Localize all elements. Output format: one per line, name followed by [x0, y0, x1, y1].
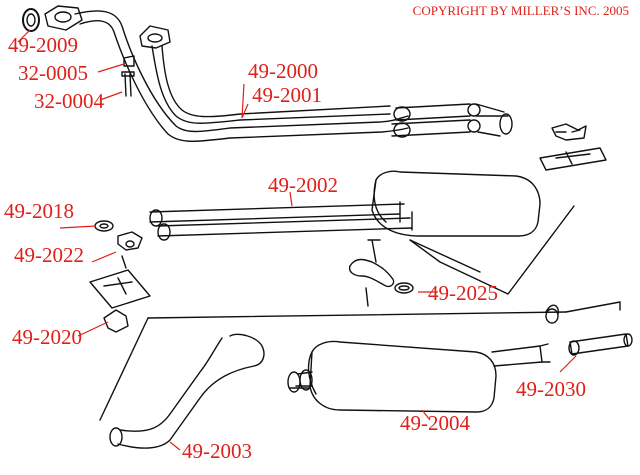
part-label-49-2000: 49-2000	[248, 59, 318, 83]
part-label-49-2022: 49-2022	[14, 243, 84, 267]
part-label-32-0004: 32-0004	[34, 89, 104, 113]
rear-hanger-bracket	[539, 123, 607, 171]
part-label-49-2004: 49-2004	[400, 411, 470, 435]
part-label-49-2002: 49-2002	[268, 173, 338, 197]
part-label-49-2003: 49-2003	[182, 439, 252, 463]
front-pipe-assembly	[22, 5, 513, 142]
clamp-and-hanger-parts	[89, 220, 560, 333]
part-label-49-2020: 49-2020	[12, 325, 82, 349]
part-label-49-2001: 49-2001	[252, 83, 322, 107]
copyright-notice: COPYRIGHT BY MILLER’S INC. 2005	[413, 3, 629, 18]
rear-muffler-assembly	[99, 301, 633, 449]
part-label-49-2030: 49-2030	[516, 377, 586, 401]
gasket-ring	[22, 8, 40, 32]
part-label-49-2018: 49-2018	[4, 199, 74, 223]
part-label-49-2009: 49-2009	[8, 33, 78, 57]
part-label-49-2025: 49-2025	[428, 281, 498, 305]
leader-lines	[17, 29, 577, 451]
center-muffler-assembly	[149, 170, 575, 295]
part-label-32-0005: 32-0005	[18, 61, 88, 85]
